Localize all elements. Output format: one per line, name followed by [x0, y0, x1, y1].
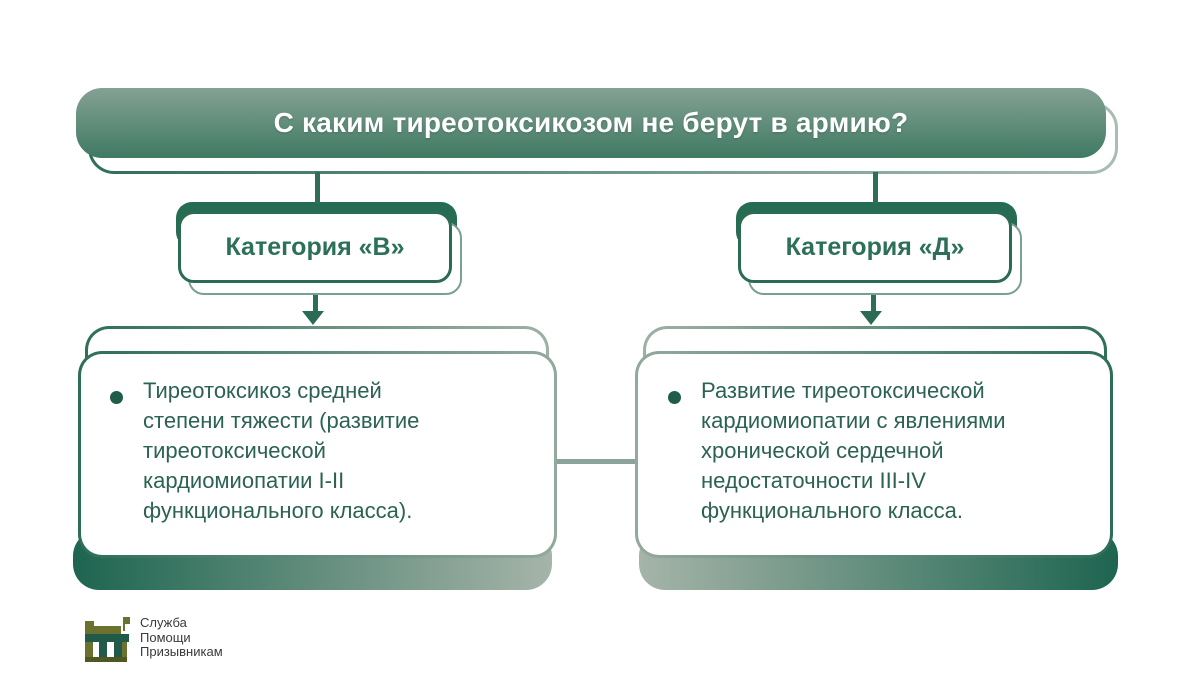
content-right-text: Развитие тиреотоксической кардиомиопатии…	[701, 378, 1006, 523]
connector-title-to-category-right	[873, 172, 878, 204]
arrow-shaft-right	[871, 295, 876, 312]
category-left-label: Категория «В»	[178, 211, 452, 283]
bullet-icon-right	[668, 391, 681, 404]
connector-between-cards	[557, 459, 635, 464]
arrow-down-icon-right	[860, 311, 882, 325]
content-left-card	[78, 351, 557, 558]
company-logo-text: Служба Помощи Призывникам	[140, 615, 223, 659]
bullet-icon-left	[110, 391, 123, 404]
content-right-card	[635, 351, 1113, 558]
arrow-shaft-left	[313, 295, 318, 312]
content-left-text: Тиреотоксикоз средней степени тяжести (р…	[143, 378, 420, 523]
connector-title-to-category-left	[315, 172, 320, 204]
company-logo-icon	[83, 617, 130, 663]
arrow-down-icon-left	[302, 311, 324, 325]
page-title: С каким тиреотоксикозом не берут в армию…	[76, 88, 1106, 158]
category-right-label: Категория «Д»	[738, 211, 1012, 283]
